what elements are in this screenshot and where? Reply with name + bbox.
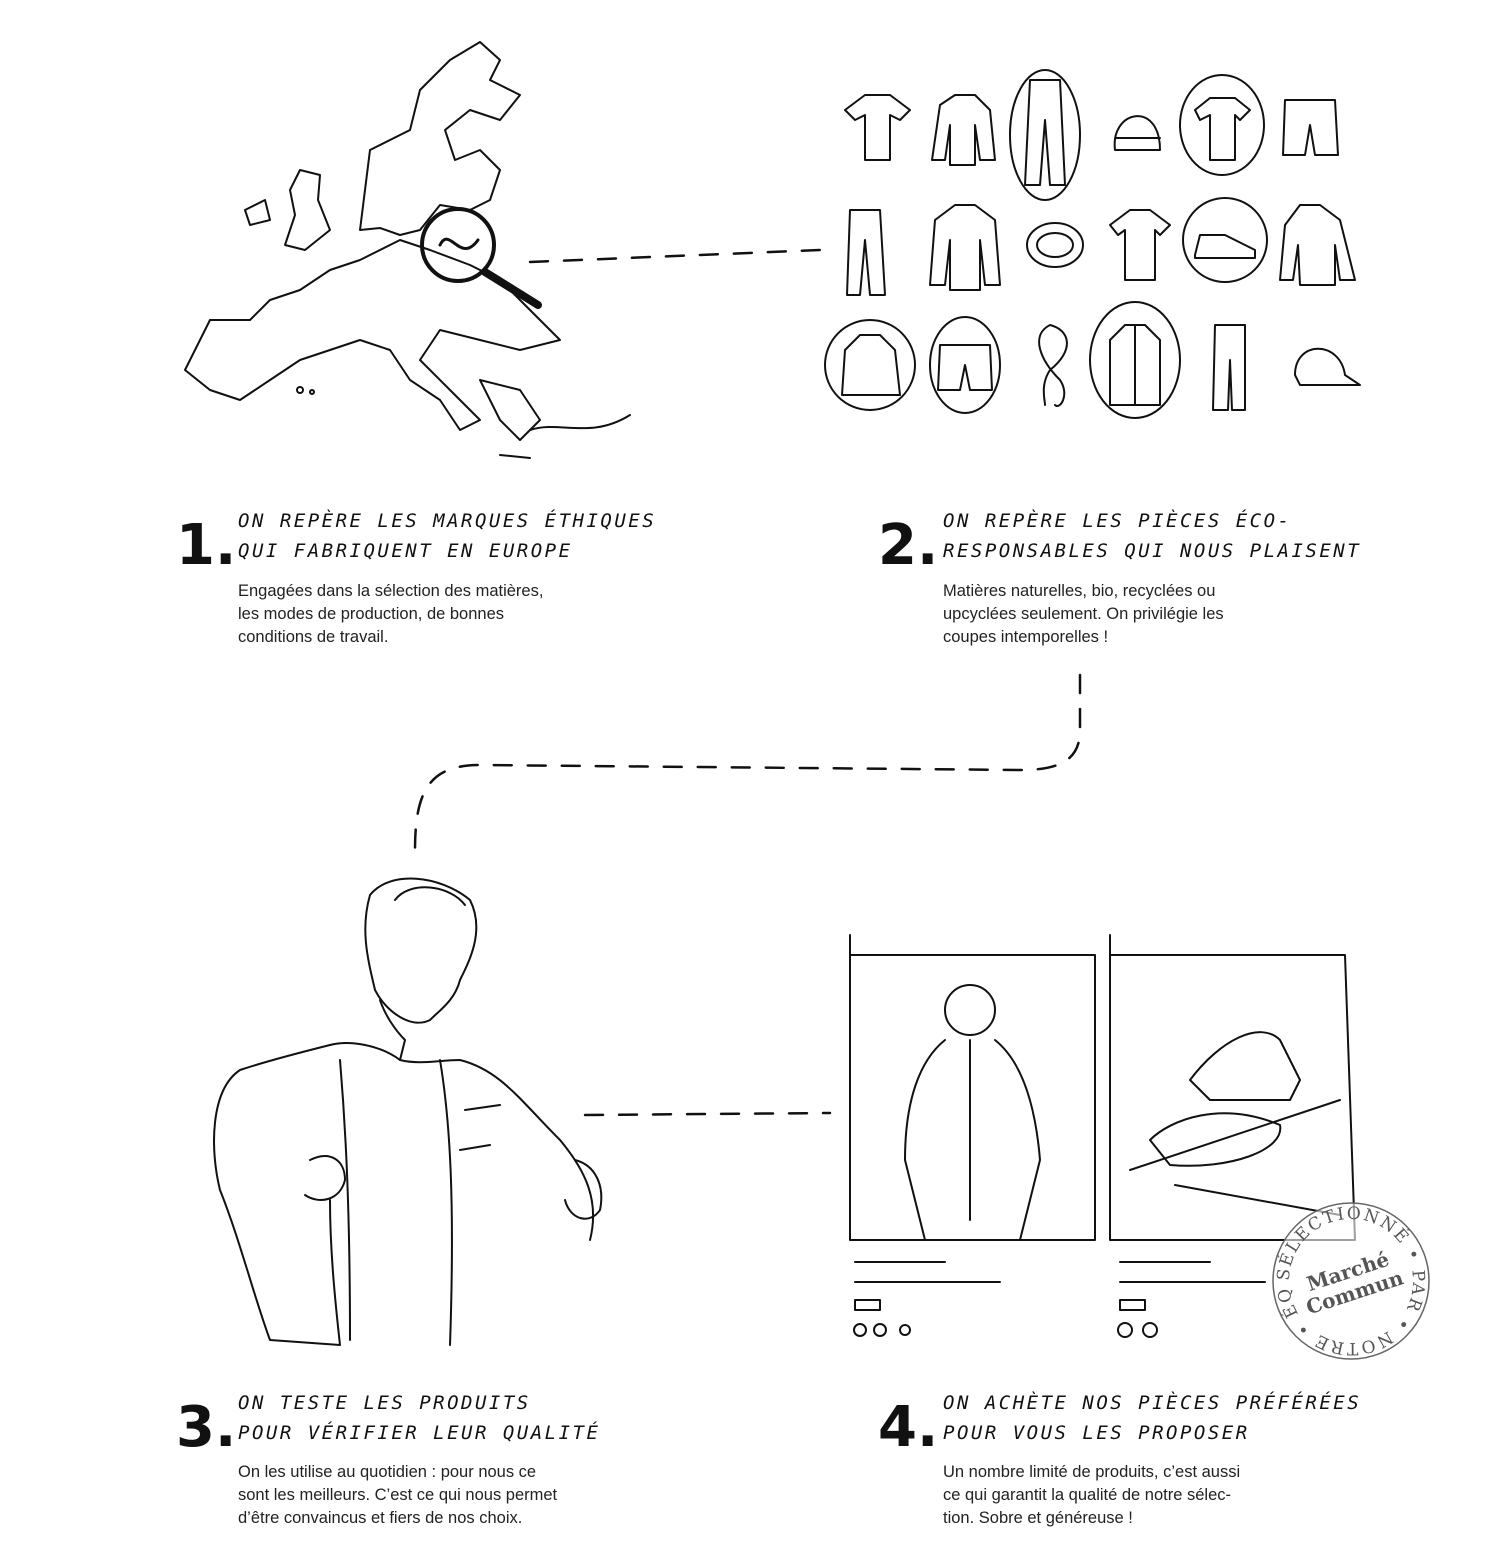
step-description: Matières naturelles, bio, recyclées ou u… (943, 580, 1323, 649)
step-description: Engagées dans la sélection des matières,… (238, 580, 618, 649)
step-description-line: tion. Sobre et généreuse ! (943, 1509, 1133, 1527)
step-description-line: Un nombre limité de produits, c’est auss… (943, 1463, 1241, 1481)
step-heading: On achète nos pièces préférées pour vous… (943, 1388, 1361, 1448)
europe-map-illustration (184, 41, 631, 459)
step-heading-line: On achète nos pièces préférées (943, 1392, 1362, 1414)
product-frames-illustration (849, 934, 1356, 1338)
step-description-line: les modes de production, de bonnes (238, 605, 505, 623)
step-description-line: Engagées dans la sélection des matières, (238, 582, 544, 600)
step-description-line: d’être convaincus et fiers de nos choix. (238, 1509, 523, 1527)
step-description-line: Matières naturelles, bio, recyclées ou (943, 582, 1216, 600)
man-testing-jacket-illustration (213, 877, 603, 1346)
step-heading-line: On repère les marques éthiques (238, 510, 657, 532)
step-number: 2. (878, 513, 939, 578)
step-number: 4. (878, 1395, 939, 1460)
step-description-line: On les utilise au quotidien : pour nous … (238, 1463, 537, 1481)
step-heading: On teste les produits pour vérifier leur… (238, 1388, 600, 1448)
step-heading-line: responsables qui nous plaisent (943, 540, 1362, 562)
step-description-line: ce qui garantit la qualité de notre séle… (943, 1486, 1232, 1504)
dashed-connectors (413, 248, 1082, 1117)
clothes-grid-illustration (824, 69, 1361, 419)
step-heading: On repère les marques éthiques qui fabri… (238, 506, 656, 566)
step-heading-line: pour vérifier leur qualité (238, 1422, 601, 1444)
step-description-line: upcyclées seulement. On privilégie les (943, 605, 1224, 623)
step-heading-line: pour vous les proposer (943, 1422, 1250, 1444)
step-heading-line: On repère les pièces éco- (943, 510, 1292, 532)
step-heading-line: On teste les produits (238, 1392, 531, 1414)
step-number: 3. (176, 1395, 237, 1460)
step-description-line: conditions de travail. (238, 628, 389, 646)
step-heading: On repère les pièces éco- responsables q… (943, 506, 1361, 566)
step-heading-line: qui fabriquent en Europe (238, 540, 573, 562)
step-description: Un nombre limité de produits, c’est auss… (943, 1461, 1323, 1530)
step-description-line: coupes intemporelles ! (943, 628, 1109, 646)
marche-commun-stamp: SÉLECTIONNÉ • PAR • NOTRE • ÉQUIPE • Mar… (1258, 1181, 1436, 1366)
magnifier-icon (420, 207, 542, 309)
step-number: 1. (176, 513, 237, 578)
step-description: On les utilise au quotidien : pour nous … (238, 1461, 618, 1530)
step-description-line: sont les meilleurs. C’est ce qui nous pe… (238, 1486, 558, 1504)
